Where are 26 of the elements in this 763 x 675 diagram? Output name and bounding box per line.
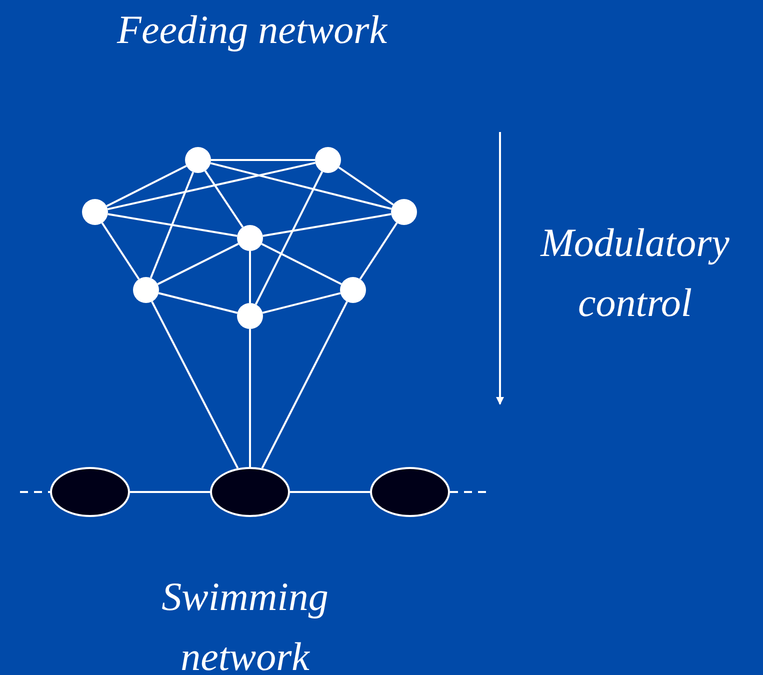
connection-line	[101, 222, 140, 280]
connection-line	[211, 159, 315, 161]
connection-line	[108, 213, 238, 237]
connection-line	[261, 242, 342, 286]
network-label: Modulatory control	[539, 219, 730, 327]
connection-line	[290, 491, 370, 493]
connection-line	[158, 292, 238, 314]
connection-line	[262, 213, 392, 237]
connection-line	[249, 251, 251, 303]
connection-line	[261, 301, 348, 469]
connection-line	[210, 162, 392, 210]
connection-line	[150, 172, 194, 278]
connection-line	[151, 301, 239, 469]
connection-line	[157, 242, 239, 286]
connection-line	[254, 171, 324, 305]
network-label: Feeding network	[116, 6, 388, 54]
connection-line	[107, 162, 316, 210]
network-label: Swimming network	[160, 573, 330, 675]
connection-line	[106, 164, 187, 208]
connection-line	[130, 491, 210, 493]
connection-line	[338, 166, 394, 206]
connection-line	[249, 329, 251, 467]
connection-line	[262, 292, 341, 314]
connection-line	[359, 222, 398, 280]
connection-line	[204, 170, 244, 228]
connection-line	[20, 491, 50, 493]
